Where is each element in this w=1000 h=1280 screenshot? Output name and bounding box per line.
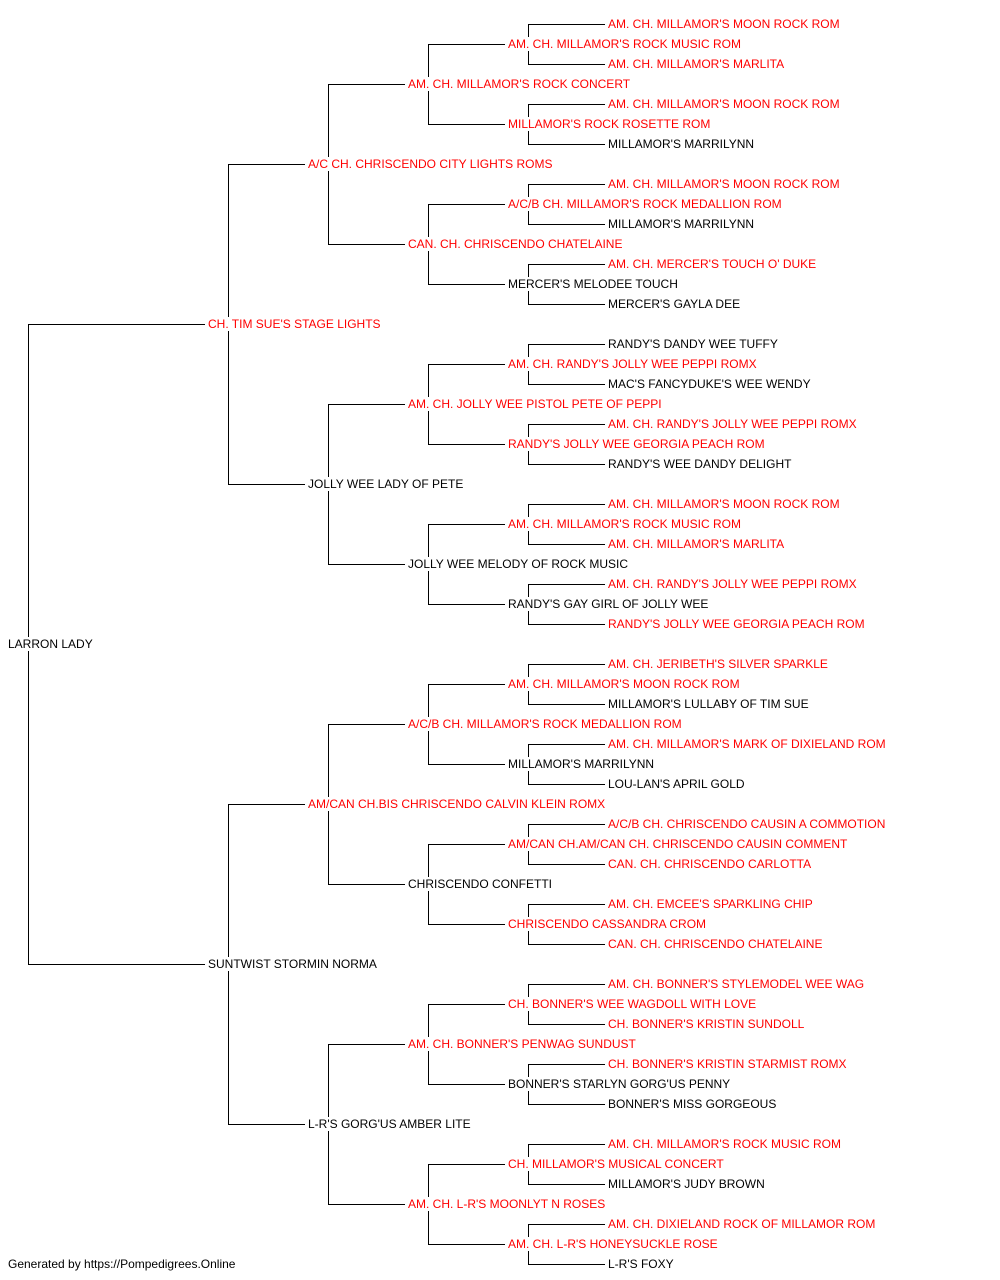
ancestor-name: AM. CH. JERIBETH'S SILVER SPARKLE (608, 657, 828, 671)
ancestor-name: AM. CH. MILLAMOR'S MARLITA (608, 57, 785, 71)
ancestor-name: CH. TIM SUE'S STAGE LIGHTS (208, 317, 381, 331)
ancestor-name: MILLAMOR'S MARRILYNN (608, 137, 755, 151)
ancestor-name: BONNER'S MISS GORGEOUS (608, 1097, 777, 1111)
ancestor-name: AM. CH. MILLAMOR'S ROCK MUSIC ROM (608, 1137, 841, 1151)
ancestor-name: AM. CH. MERCER'S TOUCH O' DUKE (608, 257, 817, 271)
ancestor-name: RANDY'S JOLLY WEE GEORGIA PEACH ROM (608, 617, 865, 631)
ancestor-name: MAC'S FANCYDUKE'S WEE WENDY (608, 377, 811, 391)
ancestor-name: L-R'S FOXY (608, 1257, 674, 1271)
ancestor-name: AM. CH. RANDY'S JOLLY WEE PEPPI ROMX (508, 357, 757, 371)
ancestor-name: AM. CH. EMCEE'S SPARKLING CHIP (608, 897, 813, 911)
ancestor-name: AM. CH. BONNER'S PENWAG SUNDUST (408, 1037, 636, 1051)
generated-by-credit: Generated by https://Pompedigrees.Online (8, 1257, 236, 1271)
ancestor-name: SUNTWIST STORMIN NORMA (208, 957, 377, 971)
ancestor-name: AM. CH. MILLAMOR'S ROCK MUSIC ROM (508, 517, 741, 531)
subject-dog-name: LARRON LADY (8, 637, 93, 651)
ancestor-name: CH. BONNER'S KRISTIN SUNDOLL (608, 1017, 805, 1031)
ancestor-name: L-R'S GORG'US AMBER LITE (308, 1117, 471, 1131)
ancestor-name: AM. CH. RANDY'S JOLLY WEE PEPPI ROMX (608, 577, 857, 591)
ancestor-name: AM. CH. MILLAMOR'S MOON ROCK ROM (508, 677, 740, 691)
ancestor-name: LOU-LAN'S APRIL GOLD (608, 777, 745, 791)
ancestor-name: JOLLY WEE LADY OF PETE (308, 477, 464, 491)
ancestor-name: MILLAMOR'S MARRILYNN (508, 757, 655, 771)
ancestor-name: AM. CH. MILLAMOR'S ROCK MUSIC ROM (508, 37, 741, 51)
ancestor-name: AM. CH. MILLAMOR'S MARLITA (608, 537, 785, 551)
ancestor-name: AM. CH. MILLAMOR'S MOON ROCK ROM (608, 97, 840, 111)
ancestor-name: CHRISCENDO CONFETTI (408, 877, 552, 891)
ancestor-name: MILLAMOR'S LULLABY OF TIM SUE (608, 697, 809, 711)
ancestor-name: RANDY'S JOLLY WEE GEORGIA PEACH ROM (508, 437, 765, 451)
ancestor-name: MERCER'S GAYLA DEE (608, 297, 741, 311)
ancestor-name: A/C CH. CHRISCENDO CITY LIGHTS ROMS (308, 157, 553, 171)
ancestor-name: AM. CH. MILLAMOR'S MOON ROCK ROM (608, 17, 840, 31)
ancestor-name: AM. CH. MILLAMOR'S MARK OF DIXIELAND ROM (608, 737, 886, 751)
ancestor-name: CH. MILLAMOR'S MUSICAL CONCERT (508, 1157, 724, 1171)
ancestor-name: MILLAMOR'S JUDY BROWN (608, 1177, 765, 1191)
ancestor-name: MERCER'S MELODEE TOUCH (508, 277, 678, 291)
ancestor-name: CH. BONNER'S KRISTIN STARMIST ROMX (608, 1057, 847, 1071)
ancestor-name: A/C/B CH. CHRISCENDO CAUSIN A COMMOTION (608, 817, 886, 831)
ancestor-name: A/C/B CH. MILLAMOR'S ROCK MEDALLION ROM (508, 197, 782, 211)
ancestor-name: MILLAMOR'S MARRILYNN (608, 217, 755, 231)
ancestor-name: A/C/B CH. MILLAMOR'S ROCK MEDALLION ROM (408, 717, 682, 731)
ancestor-name: JOLLY WEE MELODY OF ROCK MUSIC (408, 557, 629, 571)
ancestor-name: MILLAMOR'S ROCK ROSETTE ROM (508, 117, 711, 131)
ancestor-name: CHRISCENDO CASSANDRA CROM (508, 917, 707, 931)
ancestor-name: AM. CH. DIXIELAND ROCK OF MILLAMOR ROM (608, 1217, 876, 1231)
ancestor-name: AM. CH. JOLLY WEE PISTOL PETE OF PEPPI (408, 397, 662, 411)
ancestor-name: AM. CH. L-R'S MOONLYT N ROSES (408, 1197, 606, 1211)
ancestor-name: AM/CAN CH.BIS CHRISCENDO CALVIN KLEIN RO… (308, 797, 606, 811)
ancestor-name: BONNER'S STARLYN GORG'US PENNY (508, 1077, 731, 1091)
ancestor-name: RANDY'S GAY GIRL OF JOLLY WEE (508, 597, 709, 611)
ancestor-name: AM. CH. MILLAMOR'S MOON ROCK ROM (608, 177, 840, 191)
ancestor-name: RANDY'S DANDY WEE TUFFY (608, 337, 778, 351)
ancestor-name: CH. BONNER'S WEE WAGDOLL WITH LOVE (508, 997, 757, 1011)
ancestor-name: AM. CH. RANDY'S JOLLY WEE PEPPI ROMX (608, 417, 857, 431)
ancestor-name: AM. CH. MILLAMOR'S MOON ROCK ROM (608, 497, 840, 511)
ancestor-name: AM. CH. BONNER'S STYLEMODEL WEE WAG (608, 977, 865, 991)
ancestor-name: AM. CH. MILLAMOR'S ROCK CONCERT (408, 77, 631, 91)
ancestor-name: CAN. CH. CHRISCENDO CHATELAINE (608, 937, 823, 951)
ancestor-name: AM. CH. L-R'S HONEYSUCKLE ROSE (508, 1237, 718, 1251)
ancestor-name: RANDY'S WEE DANDY DELIGHT (608, 457, 792, 471)
ancestor-name: CAN. CH. CHRISCENDO CHATELAINE (408, 237, 623, 251)
ancestor-name: AM/CAN CH.AM/CAN CH. CHRISCENDO CAUSIN C… (508, 837, 848, 851)
ancestor-name: CAN. CH. CHRISCENDO CARLOTTA (608, 857, 812, 871)
